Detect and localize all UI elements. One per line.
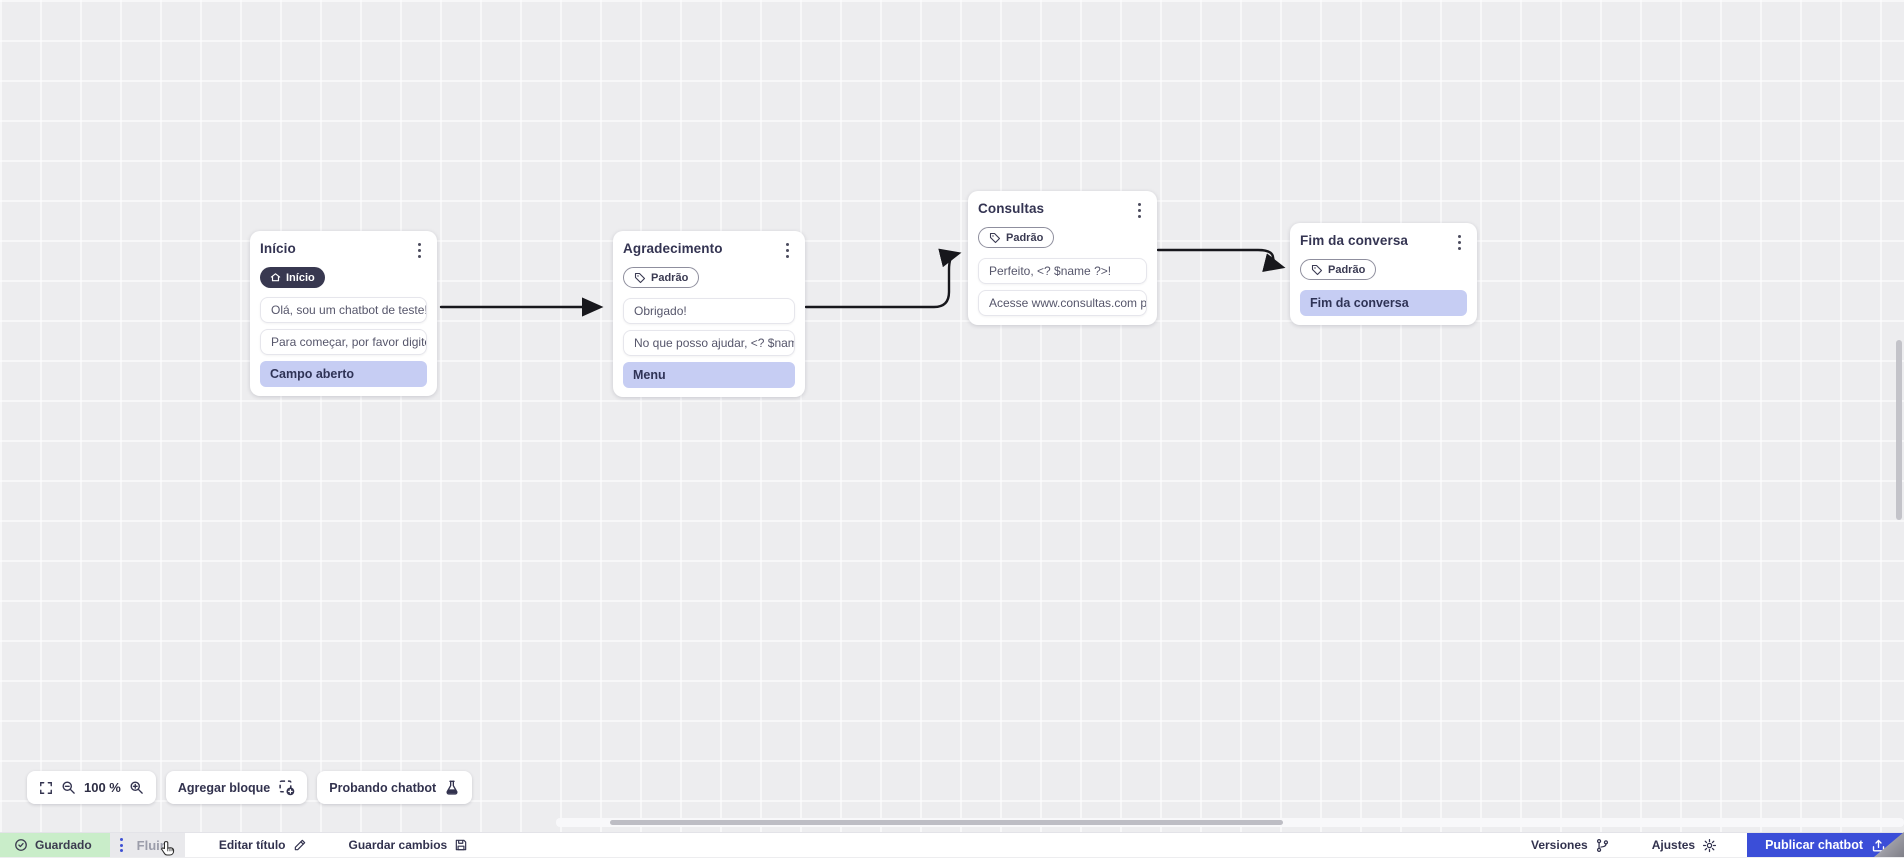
drag-handle-icon — [120, 838, 123, 852]
node-menu-icon[interactable] — [412, 241, 427, 260]
save-icon — [454, 838, 468, 852]
status-bar: Guardado Fluir Editar título Guardar cam… — [0, 832, 1904, 857]
node-menu-icon[interactable] — [1452, 233, 1467, 252]
flow-tab[interactable]: Fluir — [110, 833, 185, 857]
flow-name: Fluir — [137, 838, 165, 853]
node-type-badge: Padrão — [1300, 259, 1376, 280]
save-changes-button[interactable]: Guardar cambios — [341, 833, 477, 857]
message-bubble[interactable]: Perfeito, <? $name ?>! — [978, 258, 1147, 284]
node-type-badge: Início — [260, 267, 325, 288]
test-chatbot-button[interactable]: Probando chatbot — [317, 771, 472, 804]
zoom-out-icon[interactable] — [61, 780, 76, 795]
tag-icon — [989, 232, 1001, 244]
canvas-toolbar: 100 % Agregar bloque Probando chatbot — [27, 771, 472, 804]
node-title: Consultas — [978, 201, 1044, 216]
node-title: Fim da conversa — [1300, 233, 1408, 248]
gear-icon — [1702, 838, 1717, 853]
check-circle-icon — [14, 838, 28, 852]
tag-icon — [634, 272, 646, 284]
pencil-icon — [293, 838, 307, 852]
node-type-badge: Padrão — [978, 227, 1054, 248]
versions-button[interactable]: Versiones — [1523, 833, 1618, 857]
zoom-controls: 100 % — [27, 771, 156, 804]
home-icon — [270, 272, 281, 283]
fit-view-icon[interactable] — [39, 781, 53, 795]
node-option[interactable]: Fim da conversa — [1300, 290, 1467, 316]
node-title: Agradecimento — [623, 241, 723, 256]
settings-button[interactable]: Ajustes — [1644, 833, 1725, 857]
add-block-button[interactable]: Agregar bloque — [166, 771, 307, 804]
flow-node-fim-da-conversa[interactable]: Fim da conversa Padrão Fim da conversa — [1290, 223, 1477, 325]
flask-icon — [444, 780, 460, 796]
message-bubble[interactable]: Obrigado! — [623, 298, 795, 324]
node-menu-icon[interactable] — [780, 241, 795, 260]
message-bubble[interactable]: Para começar, por favor digite o ... — [260, 329, 427, 355]
flow-node-inicio[interactable]: Início Início Olá, sou um chatbot de tes… — [250, 231, 437, 396]
edit-title-button[interactable]: Editar título — [211, 833, 315, 857]
add-block-icon — [278, 779, 295, 796]
saved-status-badge: Guardado — [0, 833, 110, 857]
flow-node-agradecimento[interactable]: Agradecimento Padrão Obrigado! No que po… — [613, 231, 805, 397]
node-option[interactable]: Campo aberto — [260, 361, 427, 387]
message-bubble[interactable]: Olá, sou um chatbot de teste! — [260, 297, 427, 323]
flow-node-consultas[interactable]: Consultas Padrão Perfeito, <? $name ?>! … — [968, 191, 1157, 325]
node-menu-icon[interactable] — [1132, 201, 1147, 220]
message-bubble[interactable]: Acesse www.consultas.com par... — [978, 290, 1147, 316]
vertical-scrollbar-thumb[interactable] — [1896, 340, 1902, 520]
message-bubble[interactable]: No que posso ajudar, <? $name ... — [623, 330, 795, 356]
branch-icon — [1595, 838, 1610, 853]
node-title: Início — [260, 241, 296, 256]
node-type-badge: Padrão — [623, 267, 699, 288]
horizontal-scrollbar-thumb[interactable] — [610, 820, 1283, 825]
node-option[interactable]: Menu — [623, 362, 795, 388]
zoom-level: 100 % — [84, 780, 121, 795]
zoom-in-icon[interactable] — [129, 780, 144, 795]
tag-icon — [1311, 264, 1323, 276]
